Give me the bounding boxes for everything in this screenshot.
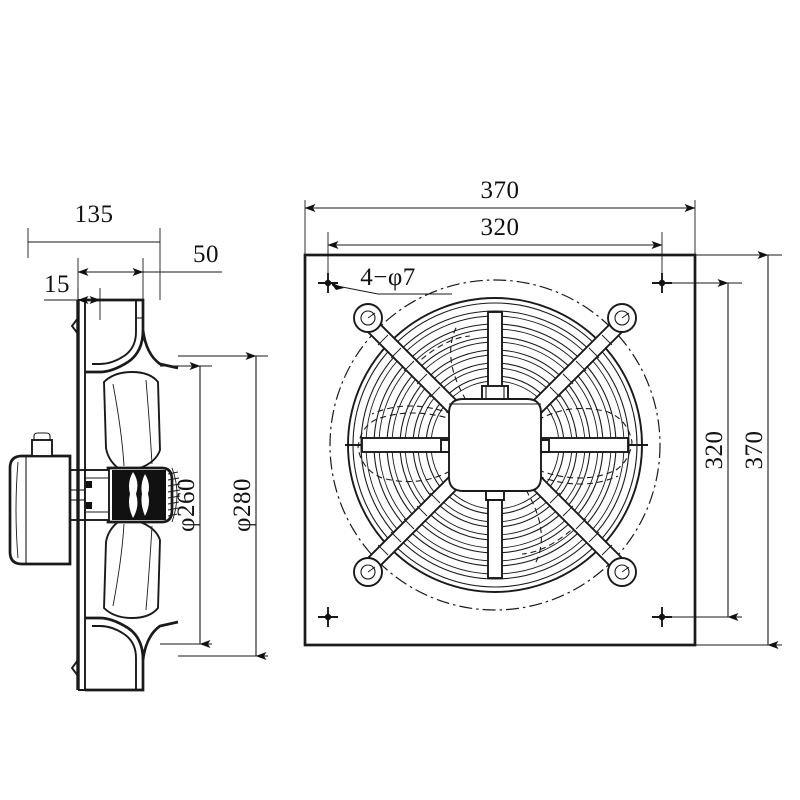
dim-15-label: 15 <box>44 271 70 298</box>
dim-370-vertical: 370 <box>695 251 782 649</box>
dim-320-horizontal-label: 320 <box>481 214 520 241</box>
front-view-dimensions: 370 320 320 370 <box>304 177 782 649</box>
dim-phi280-label: φ280 <box>229 478 256 532</box>
dim-phi260: φ260 <box>160 362 212 648</box>
dim-370-vertical-label: 370 <box>741 431 768 470</box>
side-elevation-view: 135 50 15 φ <box>8 201 268 692</box>
boss-nw <box>353 303 383 333</box>
hub-bottom-notch <box>485 490 505 501</box>
guard-diagonal-struts <box>356 310 634 580</box>
front-impeller-blades <box>357 323 633 567</box>
side-motor-shaft-collar <box>84 469 110 521</box>
hub-lug-left <box>440 439 450 453</box>
side-fan-blade-lower <box>103 521 161 619</box>
side-terminal-box <box>31 432 53 457</box>
boss-se <box>607 557 637 587</box>
front-elevation-view: 4−φ7 370 320 320 <box>303 177 782 649</box>
dim-phi260-label: φ260 <box>173 478 200 532</box>
side-impeller-hub <box>106 466 181 524</box>
side-fan-blade-upper <box>103 371 161 469</box>
dim-320-horizontal: 320 <box>327 214 663 285</box>
reference-circle-phi280 <box>329 279 661 611</box>
front-hub-cap <box>440 385 550 501</box>
dim-135-label: 135 <box>75 201 114 228</box>
side-motor-housing <box>8 432 85 566</box>
dim-135: 135 <box>27 201 161 300</box>
guard-corner-bosses <box>353 303 637 587</box>
hub-body <box>448 398 542 492</box>
dim-50-label: 50 <box>193 241 219 268</box>
dim-370-horizontal: 370 <box>304 177 696 255</box>
boss-sw <box>353 557 383 587</box>
dim-50: 50 <box>77 241 222 300</box>
dim-phi280: φ280 <box>178 352 268 660</box>
hub-lug-right <box>540 439 550 453</box>
boss-ne <box>607 303 637 333</box>
dim-320-vertical-label: 320 <box>701 431 728 470</box>
mounting-hole-bottom-left <box>318 607 338 627</box>
dim-15: 15 <box>44 271 101 320</box>
side-venturi-shroud <box>85 298 179 692</box>
side-view-dimensions: 135 50 15 φ <box>27 201 268 660</box>
callout-4-phi7-label: 4−φ7 <box>360 264 416 291</box>
dim-320-vertical: 320 <box>662 279 742 621</box>
mounting-hole-callout: 4−φ7 <box>330 264 452 295</box>
side-hub-spline-marks <box>167 467 181 523</box>
dim-370-horizontal-label: 370 <box>481 177 520 204</box>
